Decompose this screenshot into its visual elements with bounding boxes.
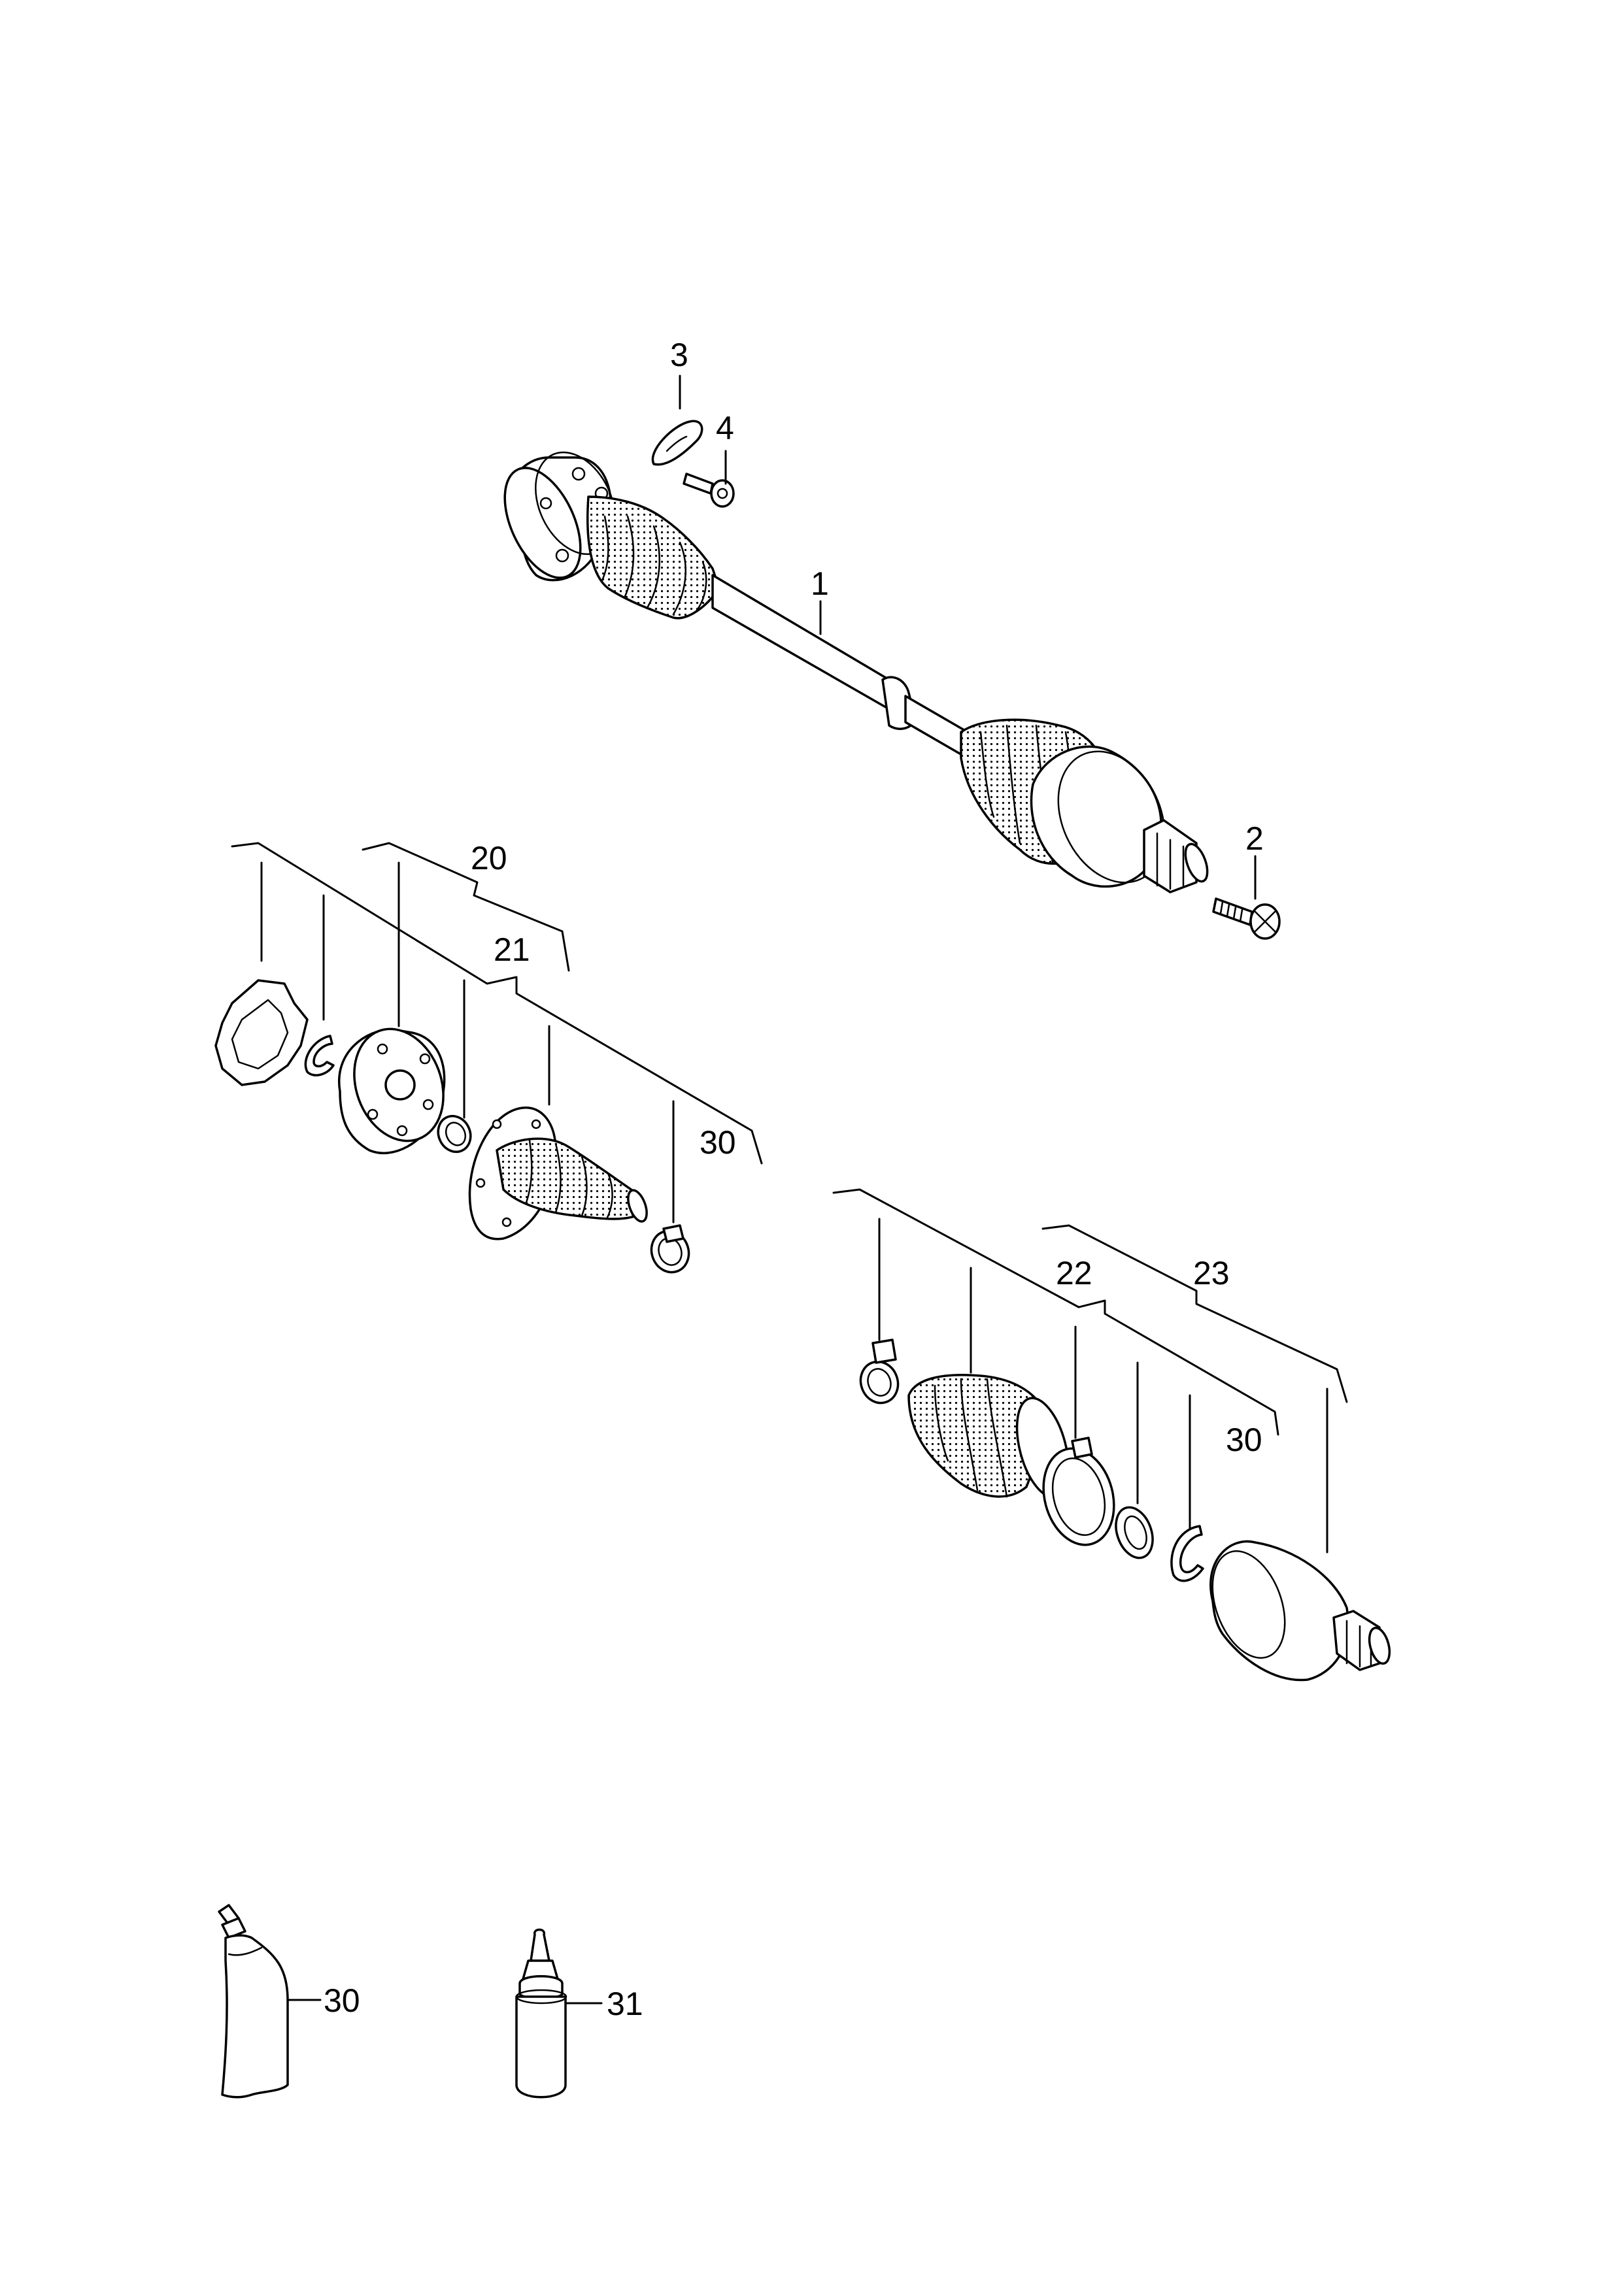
- label-part-2: 2: [1245, 820, 1264, 857]
- outer-washer: [1115, 1506, 1154, 1559]
- label-part-23: 23: [1193, 1255, 1230, 1291]
- inner-joint-kit: [214, 842, 763, 1274]
- circlip: [304, 1035, 335, 1076]
- clamp: [650, 1224, 690, 1274]
- inner-joint-hub: [337, 1027, 446, 1154]
- bolt-part-4: [683, 473, 735, 508]
- label-part-21: 21: [494, 931, 530, 968]
- outer-clamp: [859, 1339, 900, 1405]
- shaft-bar: [711, 574, 904, 710]
- label-part-30-inner-kit: 30: [700, 1124, 736, 1161]
- label-part-31-bottle: 31: [607, 1986, 643, 2022]
- label-part-30-grease: 30: [324, 1982, 360, 2019]
- outer-cv-joint: [1030, 745, 1209, 893]
- bolt-part-2: [1212, 897, 1281, 940]
- label-part-3: 3: [670, 337, 688, 373]
- inner-flange-joint: [503, 451, 616, 582]
- sealant-bottle: [515, 1928, 603, 2099]
- drive-shaft-assembly: [503, 451, 1209, 893]
- label-part-1: 1: [811, 565, 829, 602]
- grease-tube: [218, 1904, 322, 2099]
- label-part-30-outer-kit: 30: [1226, 1422, 1262, 1458]
- label-part-20: 20: [471, 840, 507, 876]
- inner-boot-kit: [468, 1106, 648, 1240]
- outer-circlip: [1170, 1525, 1204, 1582]
- gasket: [214, 979, 309, 1086]
- inner-boot: [586, 495, 720, 620]
- outer-joint-kit: [832, 1188, 1391, 1682]
- lock-plate-part-3: [651, 420, 703, 466]
- large-clamp: [1042, 1437, 1115, 1546]
- outer-joint-body: [1209, 1540, 1391, 1682]
- label-part-4: 4: [716, 410, 734, 446]
- label-part-22: 22: [1056, 1255, 1092, 1291]
